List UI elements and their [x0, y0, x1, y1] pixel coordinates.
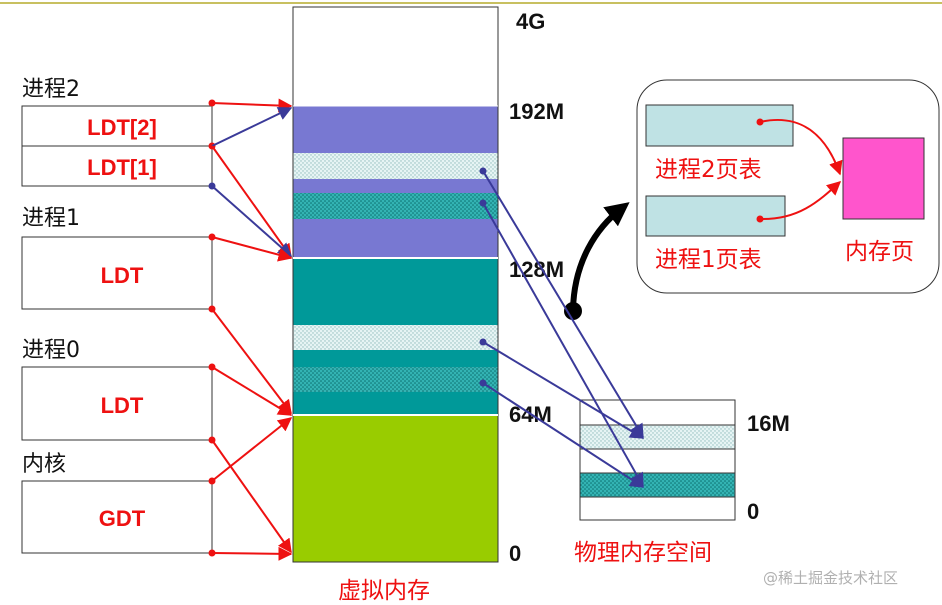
- process0-ldt-limit-arrow: [211, 439, 292, 554]
- process1-ldt-limit-arrow: [211, 308, 292, 415]
- ldt2-base-arrow: [211, 98, 293, 113]
- ldt-process1-label: LDT: [101, 263, 144, 288]
- ldt-table-process0: [21, 366, 213, 441]
- zoom-arrow: [570, 202, 630, 311]
- virtual-memory-column: [292, 6, 499, 563]
- vm-mark-0: 0: [509, 541, 521, 566]
- page-table-process1: [645, 195, 786, 237]
- pm-mark-0: 0: [747, 499, 759, 524]
- ldt2-label: LDT[2]: [87, 115, 157, 140]
- vm-mark-192m: 192M: [509, 99, 564, 124]
- vm-process2-segment: [293, 219, 498, 258]
- physical-memory-title: 物理内存空间: [574, 540, 712, 566]
- pm-border: [579, 399, 736, 521]
- vm-process1-segment: [293, 350, 498, 367]
- ldt1-base-arrow: [211, 145, 292, 259]
- vm-process2-page-a: [293, 153, 498, 179]
- page-table-2-to-page-arrow: [759, 119, 843, 176]
- pm-region: [580, 400, 735, 425]
- zoom-arrow-origin-dot: [564, 302, 582, 320]
- page-table-process1-label: 进程1页表: [655, 247, 762, 273]
- vm-page-map-arrow: [482, 382, 645, 488]
- page-mapping-arrows: [479, 167, 645, 488]
- vm-free-region: [292, 6, 499, 107]
- vm-page-map-arrow: [482, 170, 644, 439]
- label-process2: 进程2: [22, 77, 80, 102]
- pm-region: [580, 497, 735, 520]
- label-kernel: 内核: [22, 452, 66, 477]
- vm-process1-page-b: [293, 367, 498, 392]
- page-table-process2-label: 进程2页表: [655, 157, 762, 183]
- pm-page-a: [580, 425, 735, 449]
- ldt-process0-label: LDT: [101, 393, 144, 418]
- gdt-base-arrow: [211, 546, 293, 561]
- vm-mark-4g: 4G: [516, 9, 545, 34]
- gdt-limit-arrow: [211, 417, 293, 482]
- memory-page-label: 内存页: [845, 239, 914, 265]
- label-process1: 进程1: [22, 206, 80, 231]
- vm-process2-page-b: [293, 193, 498, 219]
- ldt-table-process1: [21, 236, 213, 310]
- process0-ldt-arrow: [211, 366, 293, 416]
- vm-process1-page-a: [293, 325, 498, 350]
- gdt-table: [21, 480, 213, 554]
- vm-page-map-arrow: [482, 341, 645, 439]
- descriptor-arrows: [208, 98, 293, 561]
- ldt1-label: LDT[1]: [87, 155, 157, 180]
- vm-process2-segment: [293, 106, 498, 153]
- pm-page-b: [580, 473, 735, 497]
- vm-page-map-arrow: [482, 202, 644, 488]
- ldt-limit-arrow: [211, 107, 293, 147]
- virtual-memory-title: 虚拟内存: [338, 578, 430, 604]
- vm-process1-segment: [293, 258, 498, 325]
- watermark: @稀土掘金技术社区: [763, 569, 898, 587]
- memory-page: [842, 137, 925, 220]
- pm-mark-16m: 16M: [747, 411, 790, 436]
- vm-process2-segment: [293, 179, 498, 193]
- page-table-1-to-page-arrow: [759, 181, 842, 221]
- process1-ldt-arrow: [211, 236, 293, 262]
- vm-kernel-segment: [293, 415, 498, 562]
- ldt1-limit-arrow: [211, 185, 293, 257]
- vm-process1-segment: [293, 392, 498, 415]
- page-table-process2: [645, 104, 794, 147]
- pm-region: [580, 449, 735, 473]
- label-process0: 进程0: [22, 338, 80, 363]
- vm-column-border: [292, 6, 499, 563]
- gdt-label: GDT: [99, 506, 146, 531]
